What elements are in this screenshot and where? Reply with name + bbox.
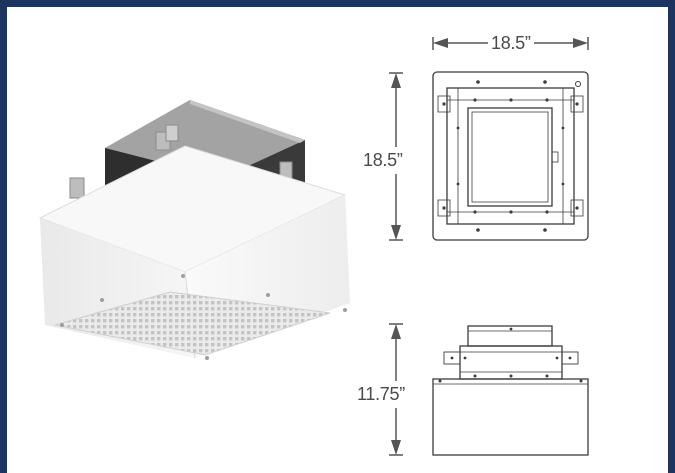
- side-view-drawing: [432, 325, 589, 456]
- product-render: [38, 100, 350, 360]
- top-view-drawing: [432, 71, 589, 241]
- side-height-label: 11.75”: [357, 381, 405, 408]
- top-width-label: 18.5”: [488, 33, 534, 54]
- top-depth-label: 18.5”: [363, 147, 403, 174]
